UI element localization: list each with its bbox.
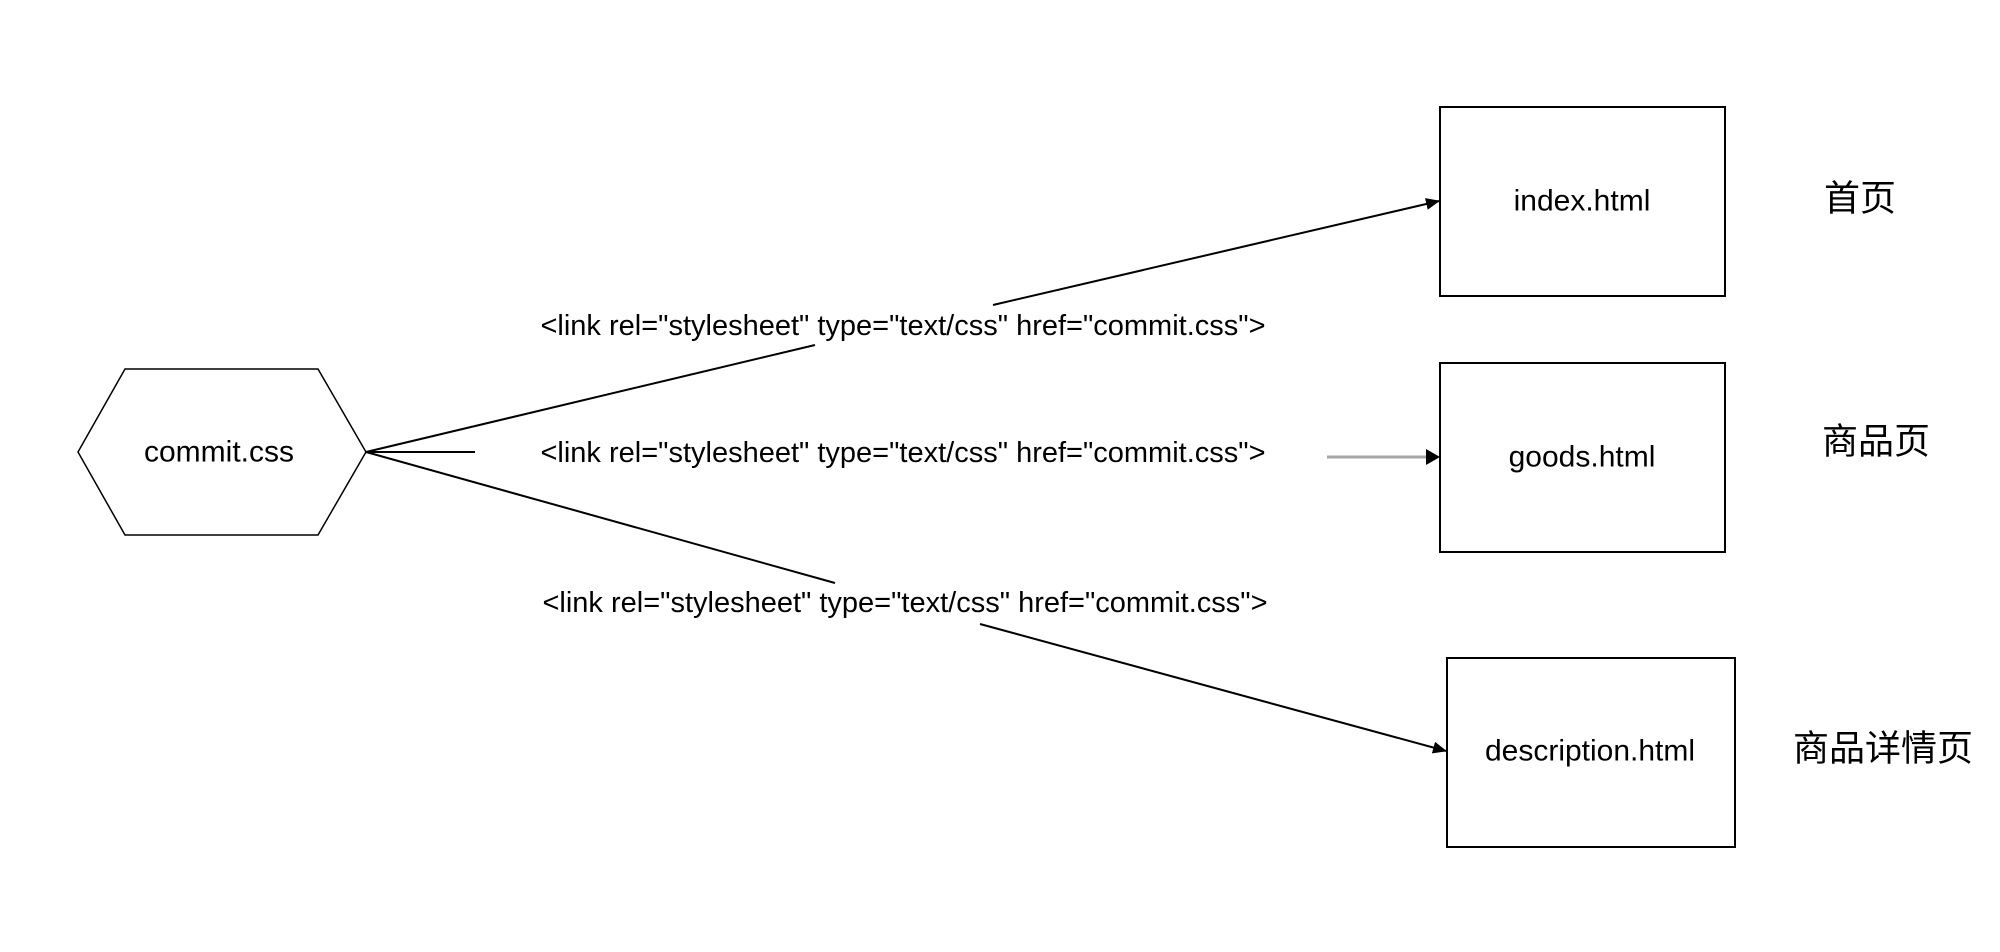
edge-index bbox=[365, 198, 1440, 453]
edge-index-label: <link rel="stylesheet" type="text/css" h… bbox=[540, 310, 1265, 342]
target-node-description: description.html bbox=[1446, 657, 1736, 848]
target-node-goods-box bbox=[1439, 362, 1726, 553]
edge-index-line-a bbox=[365, 344, 816, 453]
edge-index-line-b bbox=[992, 198, 1440, 306]
edge-description-line-a bbox=[365, 451, 836, 584]
source-node-label: commit.css bbox=[144, 436, 294, 469]
target-node-index-label: index.html bbox=[1514, 185, 1651, 218]
hexagon-shape bbox=[77, 368, 367, 536]
caption-description: 商品详情页 bbox=[1793, 729, 1973, 770]
target-node-index: index.html bbox=[1439, 106, 1726, 297]
caption-goods: 商品页 bbox=[1822, 422, 1930, 463]
edge-description bbox=[365, 451, 1447, 754]
caption-index: 首页 bbox=[1824, 179, 1896, 220]
edge-description-line-b bbox=[979, 623, 1447, 754]
edge-goods bbox=[366, 449, 1440, 465]
edge-description-label: <link rel="stylesheet" type="text/css" h… bbox=[542, 587, 1267, 619]
edge-goods-arrowhead bbox=[1426, 449, 1440, 465]
target-node-description-box bbox=[1446, 657, 1736, 848]
target-node-goods: goods.html bbox=[1439, 362, 1726, 553]
edge-goods-label: <link rel="stylesheet" type="text/css" h… bbox=[540, 437, 1265, 469]
target-node-index-box bbox=[1439, 106, 1726, 297]
source-node: commit.css bbox=[77, 368, 367, 536]
target-node-goods-label: goods.html bbox=[1509, 441, 1656, 474]
target-node-description-label: description.html bbox=[1485, 735, 1695, 768]
